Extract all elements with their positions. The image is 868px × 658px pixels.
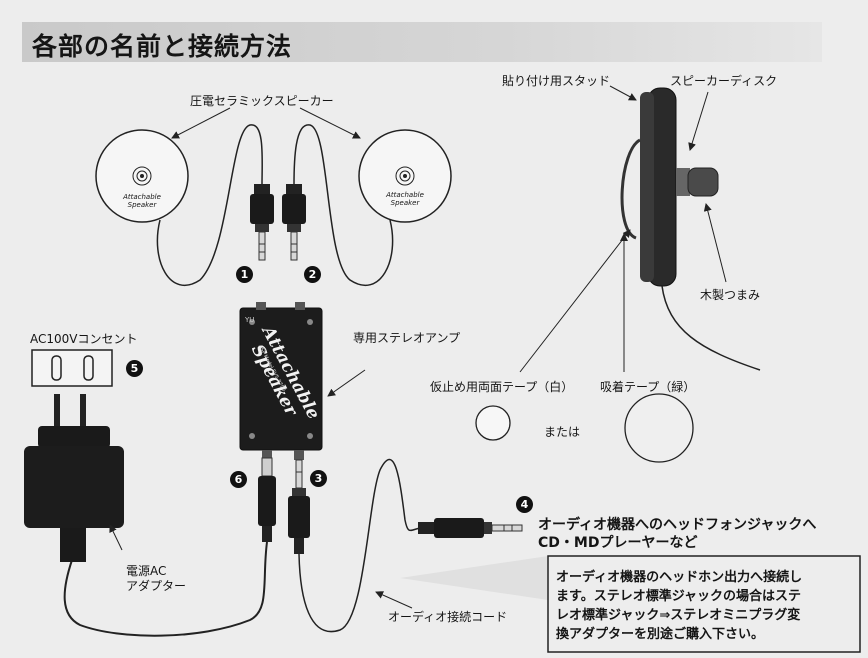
audio-cord-label: オーディオ接続コード (388, 610, 508, 624)
ac-outlet-label: AC100Vコンセント (30, 332, 138, 346)
adapter-label-line1: 電源AC (126, 564, 167, 578)
number-badge-3: 3 (310, 470, 327, 487)
number-badge-1: 1 (236, 266, 253, 283)
ac-adapter (24, 394, 124, 562)
or-label: または (544, 425, 581, 439)
left-speaker (95, 129, 189, 223)
plug-1 (250, 184, 274, 261)
wood-knob-label: 木製つまみ (700, 288, 761, 302)
number-badge-6: 6 (230, 471, 247, 488)
right-speaker-label-line1: Attachable (386, 191, 424, 199)
white-tape (475, 405, 511, 441)
ac-outlet (31, 349, 113, 387)
amp-tag: YU (245, 316, 255, 324)
page-title: 各部の名前と接続方法 (32, 32, 293, 61)
plug-6 (258, 457, 276, 542)
audio-jack-label-line2: CD・MDプレーヤーなど (538, 535, 698, 551)
adapter-label: 電源AC アダプター (126, 564, 186, 594)
speaker-disc-label: スピーカーディスク (670, 74, 778, 88)
title-bar (22, 22, 822, 62)
plug-2 (282, 184, 306, 261)
plug-3 (288, 459, 310, 554)
left-speaker-label-line2: Speaker (127, 201, 157, 209)
note-line3: レオ標準ジャック⇒ステレオミニプラグ変 (556, 608, 801, 623)
note-line1: オーディオ機器のヘッドホン出力へ接続し (556, 570, 803, 585)
number-badge-4: 4 (516, 496, 533, 513)
connection-note: オーディオ機器のヘッドホン出力へ接続し ます。ステレオ標準ジャックの場合はステ … (556, 568, 866, 644)
piezo-speaker-label: 圧電セラミックスピーカー (190, 94, 334, 108)
left-speaker-label-line1: Attachable (123, 193, 161, 201)
note-line4: 換アダプターを別途ご購入下さい。 (556, 627, 765, 642)
adapter-label-line2: アダプター (126, 579, 187, 593)
green-tape-label: 吸着テープ（緑） (600, 380, 696, 394)
note-line2: ます。ステレオ標準ジャックの場合はステ (556, 589, 802, 604)
speaker-disc-side (620, 87, 761, 371)
white-tape-label: 仮止め用両面テープ（白） (430, 380, 574, 394)
left-speaker-label: Attachable Speaker (112, 193, 172, 209)
stereo-amp (239, 302, 323, 460)
audio-jack-label-line1: オーディオ機器へのヘッドフォンジャックへ (538, 517, 817, 533)
right-speaker-label-line2: Speaker (390, 199, 420, 207)
right-speaker-label: Attachable Speaker (375, 191, 435, 207)
stud-label: 貼り付け用スタッド (502, 74, 611, 88)
number-badge-2: 2 (304, 266, 321, 283)
plug-4 (418, 518, 523, 538)
amp-label: 専用ステレオアンプ (353, 331, 461, 345)
right-speaker (358, 129, 452, 223)
number-badge-5: 5 (126, 360, 143, 377)
green-tape (624, 393, 694, 463)
